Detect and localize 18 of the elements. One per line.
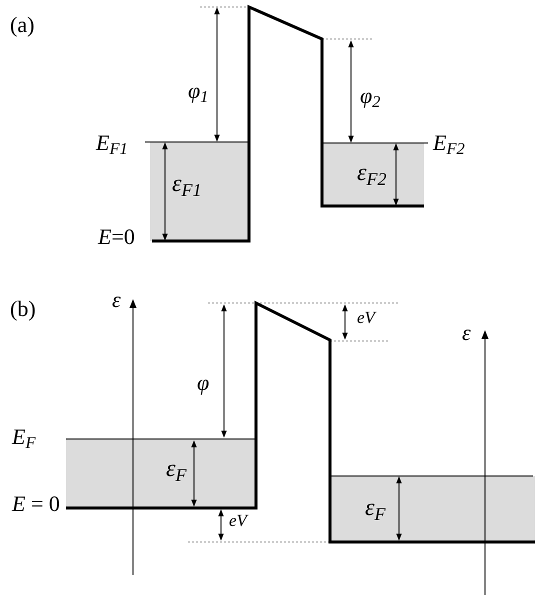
label: eV <box>229 512 247 529</box>
label: E$_{F2}$ <box>433 132 465 154</box>
label: (a) <box>10 14 34 36</box>
label: φ$_{1}$ <box>188 80 208 102</box>
label: ε <box>462 322 471 344</box>
label: ε$_{F}$ <box>166 457 186 481</box>
label: ε$_{F2}$ <box>357 161 386 185</box>
label: E = 0 <box>12 493 60 515</box>
label: φ <box>197 372 210 394</box>
label: eV <box>357 309 375 326</box>
label: ε <box>112 289 121 311</box>
label: (b) <box>10 298 36 320</box>
label: E$_{F}$ <box>12 426 36 448</box>
label: E=0 <box>98 226 135 248</box>
label: ε$_{F1}$ <box>172 172 202 196</box>
label: ε$_{F}$ <box>365 496 386 520</box>
label: E$_{F1}$ <box>96 132 128 154</box>
label: φ$_{2}$ <box>360 85 380 107</box>
